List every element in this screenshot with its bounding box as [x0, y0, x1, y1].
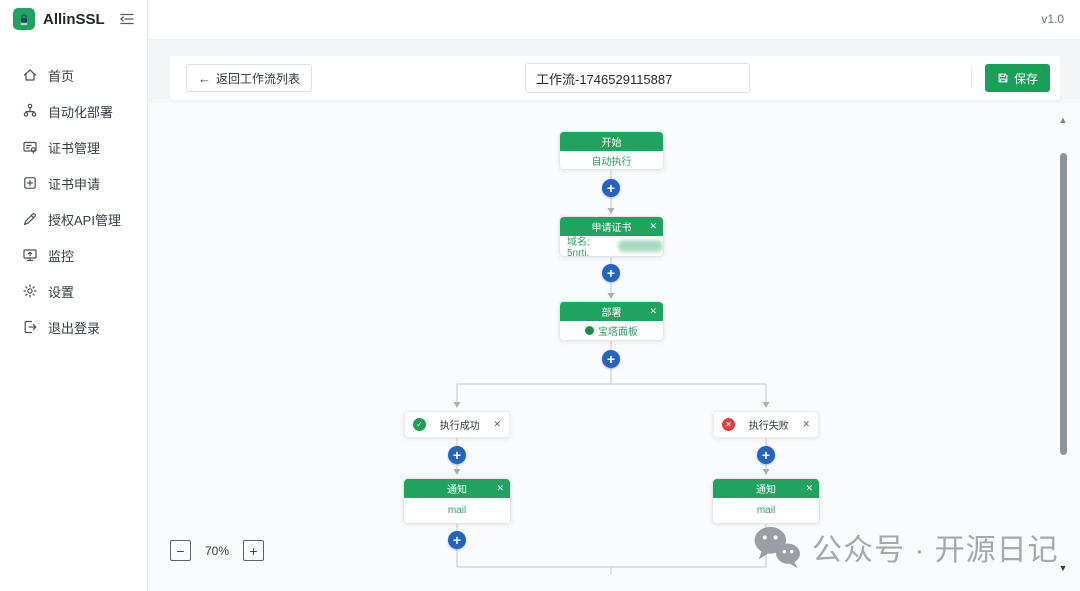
deploy-node-title: 部署	[601, 308, 622, 319]
scroll-down-icon[interactable]: ▼	[1058, 563, 1068, 573]
canvas-zoom-controls: − 70% +	[170, 540, 264, 561]
plus-icon: +	[761, 447, 771, 463]
redacted-domain	[618, 240, 663, 252]
plus-icon: +	[606, 180, 616, 196]
save-icon	[997, 72, 1009, 84]
sidebar-item-label: 证书申请	[48, 176, 101, 192]
fail-status-icon: ✕	[722, 418, 735, 431]
plus-icon: +	[452, 532, 462, 548]
app-logo: AllinSSL	[0, 3, 147, 35]
notify-node[interactable]: 通知 ✕ mail	[403, 478, 511, 524]
execution-success-node[interactable]: ✓ 执行成功 ✕	[404, 411, 510, 438]
back-to-workflow-list-button[interactable]: ← 返回工作流列表	[186, 64, 313, 92]
start-node-body: 自动执行	[560, 151, 663, 169]
notify-node-title: 通知	[447, 485, 467, 496]
sidebar-menu: 首页 自动化部署 证书管理 证书申请 授权API管理	[0, 35, 147, 345]
logout-icon	[22, 319, 38, 335]
sidebar-item-label: 证书管理	[48, 140, 101, 156]
scroll-up-icon[interactable]: ▲	[1058, 115, 1068, 125]
home-icon	[22, 67, 38, 83]
zoom-out-button[interactable]: −	[170, 540, 191, 561]
start-node[interactable]: 开始 自动执行	[559, 131, 664, 170]
plus-icon: +	[249, 542, 258, 559]
apply-certificate-node-title: 申请证书	[591, 223, 632, 234]
monitor-icon	[22, 247, 38, 263]
certificate-apply-icon	[22, 175, 38, 191]
sidebar-item-label: 监控	[48, 248, 75, 264]
back-button-label: 返回工作流列表	[216, 71, 301, 86]
close-icon[interactable]: ✕	[649, 306, 657, 316]
sidebar-item-settings[interactable]: 设置	[0, 273, 147, 309]
zoom-in-button[interactable]: +	[243, 540, 264, 561]
check-icon: ✓	[416, 420, 423, 429]
settings-icon	[22, 283, 38, 299]
notify-node-title: 通知	[756, 485, 776, 496]
plus-icon: +	[452, 447, 462, 463]
sidebar-item-label: 自动化部署	[48, 104, 114, 120]
condition-label: 执行成功	[439, 421, 480, 432]
main-content: ← 返回工作流列表 保存	[148, 40, 1080, 591]
sidebar: AllinSSL 首页 自动化部署 证书管理	[0, 0, 148, 591]
certificate-manage-icon	[22, 139, 38, 155]
api-auth-icon	[22, 211, 38, 227]
sidebar-item-label: 授权API管理	[48, 212, 121, 228]
execution-fail-node[interactable]: ✕ 执行失败 ✕	[713, 411, 819, 438]
add-node-button[interactable]: +	[602, 264, 620, 282]
sidebar-item-label: 退出登录	[48, 320, 101, 336]
sidebar-item-cert-manage[interactable]: 证书管理	[0, 129, 147, 165]
plus-icon: +	[606, 351, 616, 367]
deploy-node-body: 宝塔面板	[598, 327, 638, 338]
save-button-label: 保存	[1013, 71, 1038, 86]
sidebar-item-logout[interactable]: 退出登录	[0, 309, 147, 345]
add-node-button[interactable]: +	[757, 446, 775, 464]
add-node-button[interactable]: +	[757, 531, 775, 549]
sidebar-item-auto-deploy[interactable]: 自动化部署	[0, 93, 147, 129]
notify-node-body: mail	[713, 498, 819, 523]
close-icon[interactable]: ✕	[496, 483, 504, 493]
add-node-button[interactable]: +	[602, 350, 620, 368]
zoom-level-label: 70%	[204, 543, 230, 558]
sidebar-item-api-auth[interactable]: 授权API管理	[0, 201, 147, 237]
workflow-toolbar: ← 返回工作流列表 保存	[170, 56, 1060, 100]
plus-icon: +	[761, 532, 771, 548]
toolbar-divider	[970, 68, 972, 88]
sidebar-item-label: 首页	[48, 68, 75, 84]
close-icon[interactable]: ✕	[802, 419, 810, 429]
workflow-icon	[22, 103, 38, 119]
deploy-node[interactable]: 部署 ✕ 宝塔面板	[559, 301, 664, 341]
baota-panel-icon	[585, 326, 594, 335]
cross-icon: ✕	[725, 420, 732, 429]
close-icon[interactable]: ✕	[649, 221, 657, 231]
sidebar-item-monitor[interactable]: 监控	[0, 237, 147, 273]
success-status-icon: ✓	[413, 418, 426, 431]
top-navbar: v1.0	[148, 0, 1080, 40]
condition-label: 执行失败	[748, 421, 789, 432]
start-node-title: 开始	[560, 132, 663, 151]
plus-icon: +	[606, 265, 616, 281]
add-node-button[interactable]: +	[448, 531, 466, 549]
workflow-name-input[interactable]	[525, 63, 750, 93]
version-label: v1.0	[1041, 12, 1064, 26]
collapse-sidebar-icon[interactable]	[119, 11, 135, 27]
add-node-button[interactable]: +	[448, 446, 466, 464]
workflow-canvas[interactable]: 开始 自动执行 + 申请证书 ✕ 域名: 5nrtj. + 部署 ✕	[148, 103, 1080, 591]
close-icon[interactable]: ✕	[805, 483, 813, 493]
sidebar-item-label: 设置	[48, 284, 75, 300]
scrollbar-thumb[interactable]	[1060, 153, 1067, 455]
save-button[interactable]: 保存	[984, 64, 1050, 92]
add-node-button[interactable]: +	[602, 179, 620, 197]
allinssl-lock-logo-icon	[13, 8, 35, 30]
app-title: AllinSSL	[43, 10, 105, 28]
apply-certificate-domain-label: 域名: 5nrtj.	[567, 237, 590, 257]
close-icon[interactable]: ✕	[493, 419, 501, 429]
vertical-scrollbar[interactable]: ▲ ▼	[1056, 103, 1070, 591]
notify-node[interactable]: 通知 ✕ mail	[712, 478, 820, 524]
workflow-connector-lines	[453, 168, 770, 575]
sidebar-item-home[interactable]: 首页	[0, 57, 147, 93]
back-arrow-icon: ←	[198, 70, 211, 86]
notify-node-body: mail	[404, 498, 510, 523]
apply-certificate-node[interactable]: 申请证书 ✕ 域名: 5nrtj.	[559, 216, 664, 257]
sidebar-item-cert-apply[interactable]: 证书申请	[0, 165, 147, 201]
minus-icon: −	[176, 542, 185, 559]
